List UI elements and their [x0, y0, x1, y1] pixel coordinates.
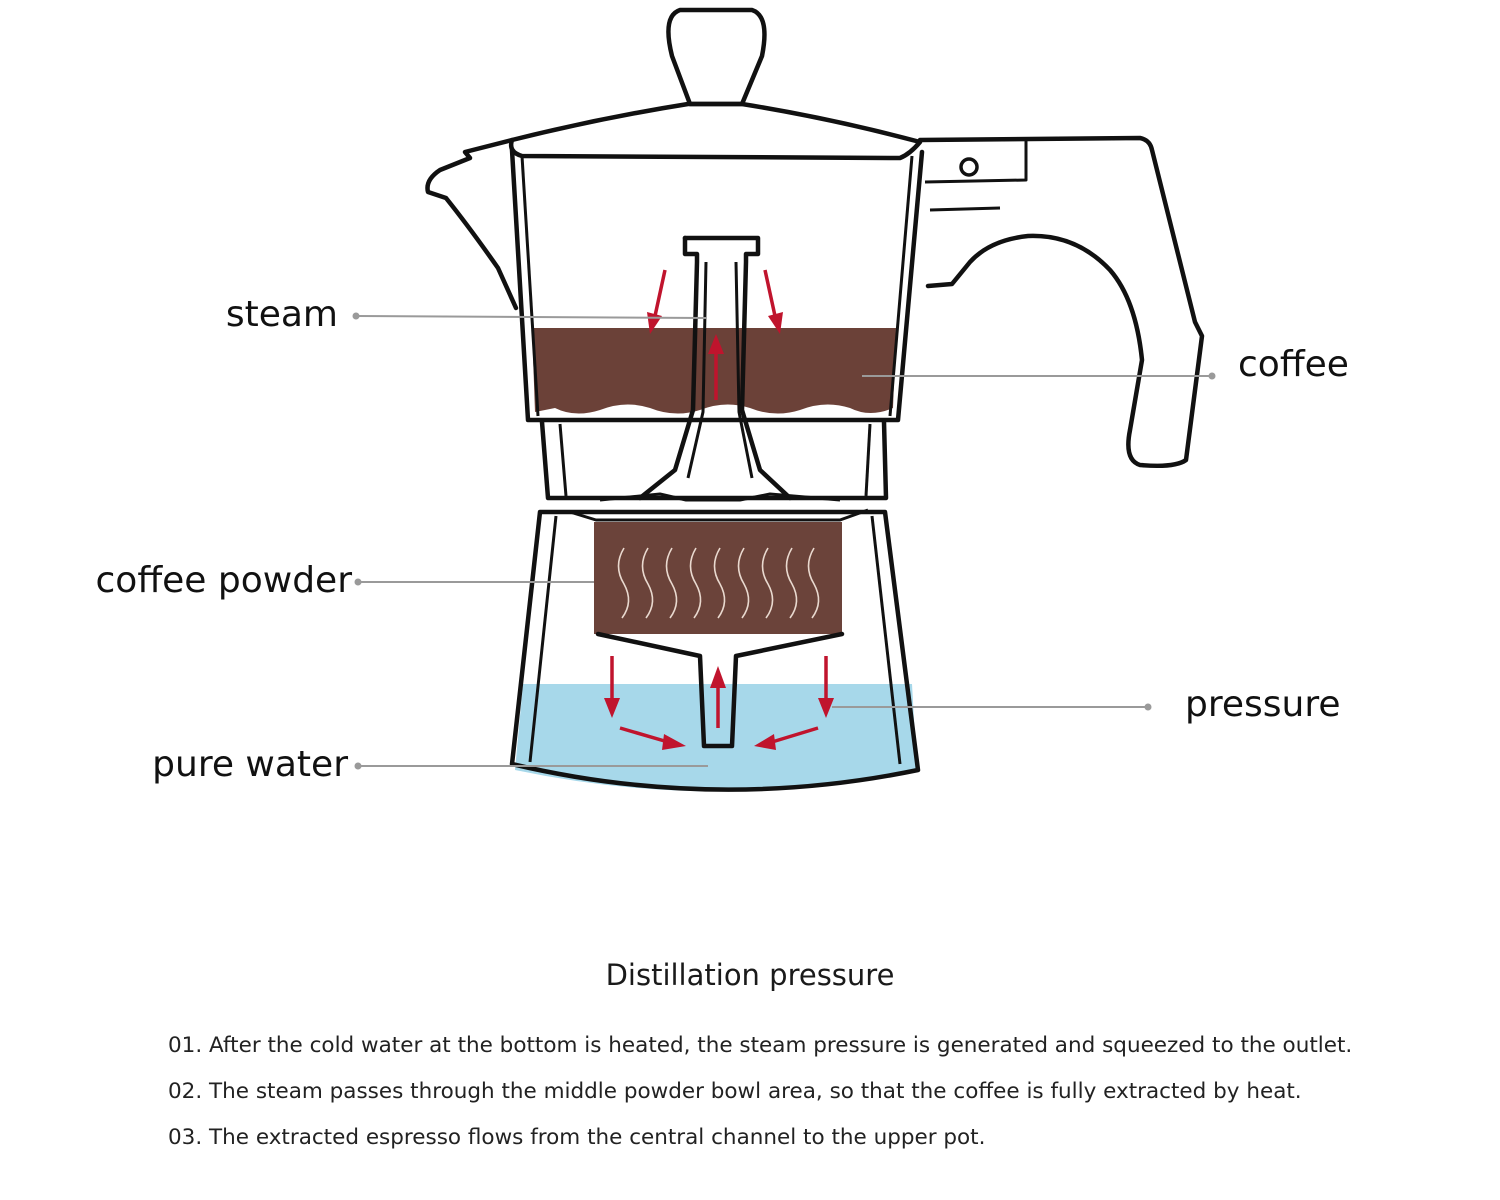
- label-coffee: coffee: [1238, 344, 1349, 385]
- funnel-tube: [682, 235, 793, 501]
- water-fill: [515, 684, 917, 792]
- coffee-powder-fill: [594, 522, 842, 634]
- lower-chamber: [509, 509, 921, 792]
- caption-title: Distillation pressure: [605, 958, 895, 992]
- steam-leader: [355, 315, 707, 319]
- label-pure-water: pure water: [152, 744, 348, 785]
- label-coffee-powder: coffee powder: [96, 560, 353, 601]
- powder-swirls: [617, 547, 820, 619]
- spout: [425, 137, 519, 311]
- coffee-fill: [532, 328, 896, 414]
- lower-funnel: [595, 631, 845, 749]
- step-item: 03. The extracted espresso flows from th…: [168, 1125, 986, 1150]
- step-item: 02. The steam passes through the middle …: [168, 1079, 1302, 1104]
- lid: [508, 101, 923, 161]
- step-item: 01. After the cold water at the bottom i…: [168, 1033, 1353, 1058]
- lid-knob: [666, 7, 767, 107]
- flow-arrows: [604, 269, 834, 750]
- label-steam: steam: [226, 294, 338, 335]
- upper-chamber: [509, 147, 925, 423]
- collar: [539, 419, 889, 501]
- steps-list: 01. After the cold water at the bottom i…: [168, 1030, 1468, 1168]
- label-pressure: pressure: [1185, 684, 1341, 725]
- handle: [917, 135, 1205, 469]
- handle-rivet: [959, 157, 979, 177]
